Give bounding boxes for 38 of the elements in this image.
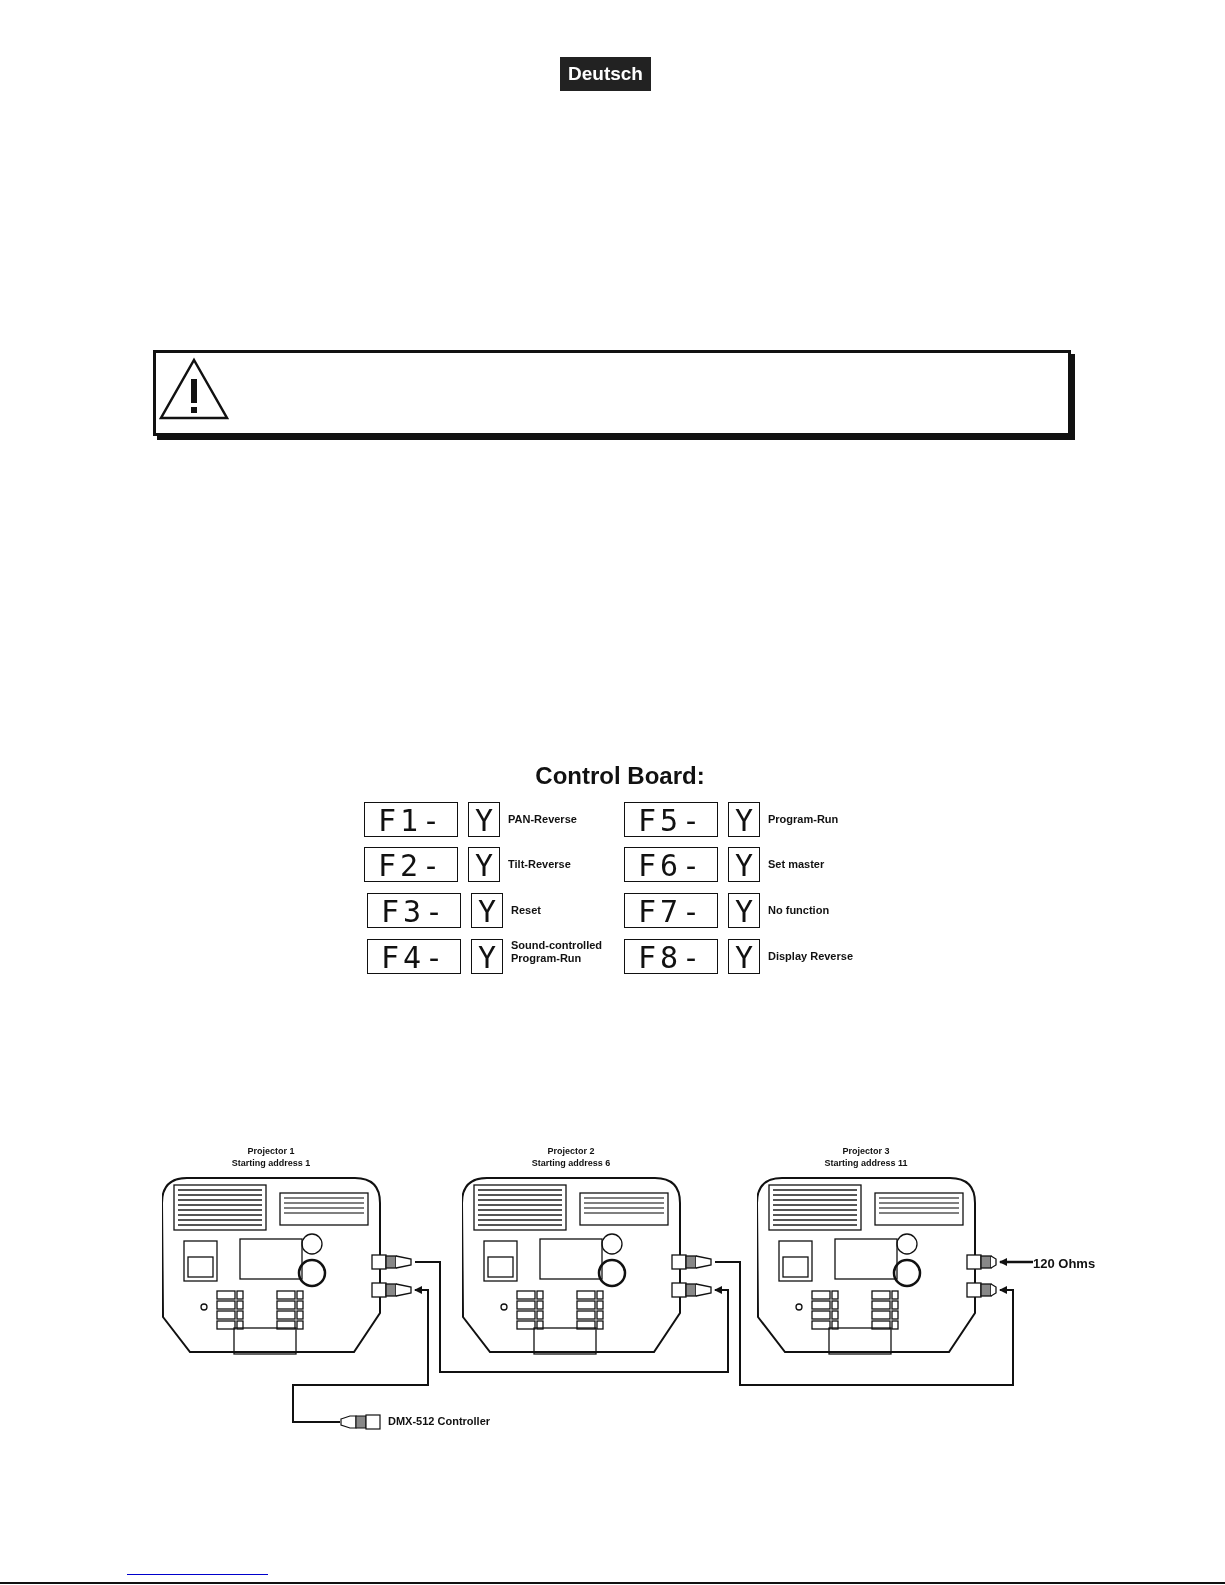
function-display: F2- [364,847,458,882]
function-label: Display Reverse [768,950,854,963]
function-label: PAN-Reverse [508,813,578,826]
value-display: Y [468,802,500,837]
dmx-cable [714,1261,1014,1386]
dmx-cable [292,1286,429,1423]
function-label: Program-Run [768,813,840,826]
function-display: F6- [624,847,718,882]
function-display: F3- [367,893,461,928]
projector-title: Projector 1 [246,1145,296,1157]
value-display: Y [728,802,760,837]
value-display: Y [728,939,760,974]
dmx-cable [414,1261,729,1373]
function-label: Set master [768,858,826,871]
function-display: F8- [624,939,718,974]
function-label: Sound-controlled Program-Run [511,939,604,965]
arrow [999,1258,1033,1266]
projector-title: Projector 3 [841,1145,891,1157]
controller-label: DMX-512 Controller [388,1415,491,1428]
value-display: Y [471,939,503,974]
value-display: Y [471,893,503,928]
projector-title: Projector 2 [546,1145,596,1157]
language-badge: Deutsch [560,57,651,91]
value-display: Y [728,893,760,928]
function-label: No function [768,904,831,917]
function-display: F5- [624,802,718,837]
function-label: Tilt-Reverse [508,858,572,871]
address-label: Starting address 1 [230,1157,312,1169]
function-display: F7- [624,893,718,928]
value-display: Y [728,847,760,882]
terminator-label: 120 Ohms [1033,1257,1096,1270]
function-display: F4- [367,939,461,974]
address-label: Starting address 11 [823,1157,909,1169]
value-display: Y [468,847,500,882]
address-label: Starting address 6 [530,1157,612,1169]
function-label: Reset [511,904,542,917]
section-heading: Control Board: [534,762,706,790]
function-display: F1- [364,802,458,837]
